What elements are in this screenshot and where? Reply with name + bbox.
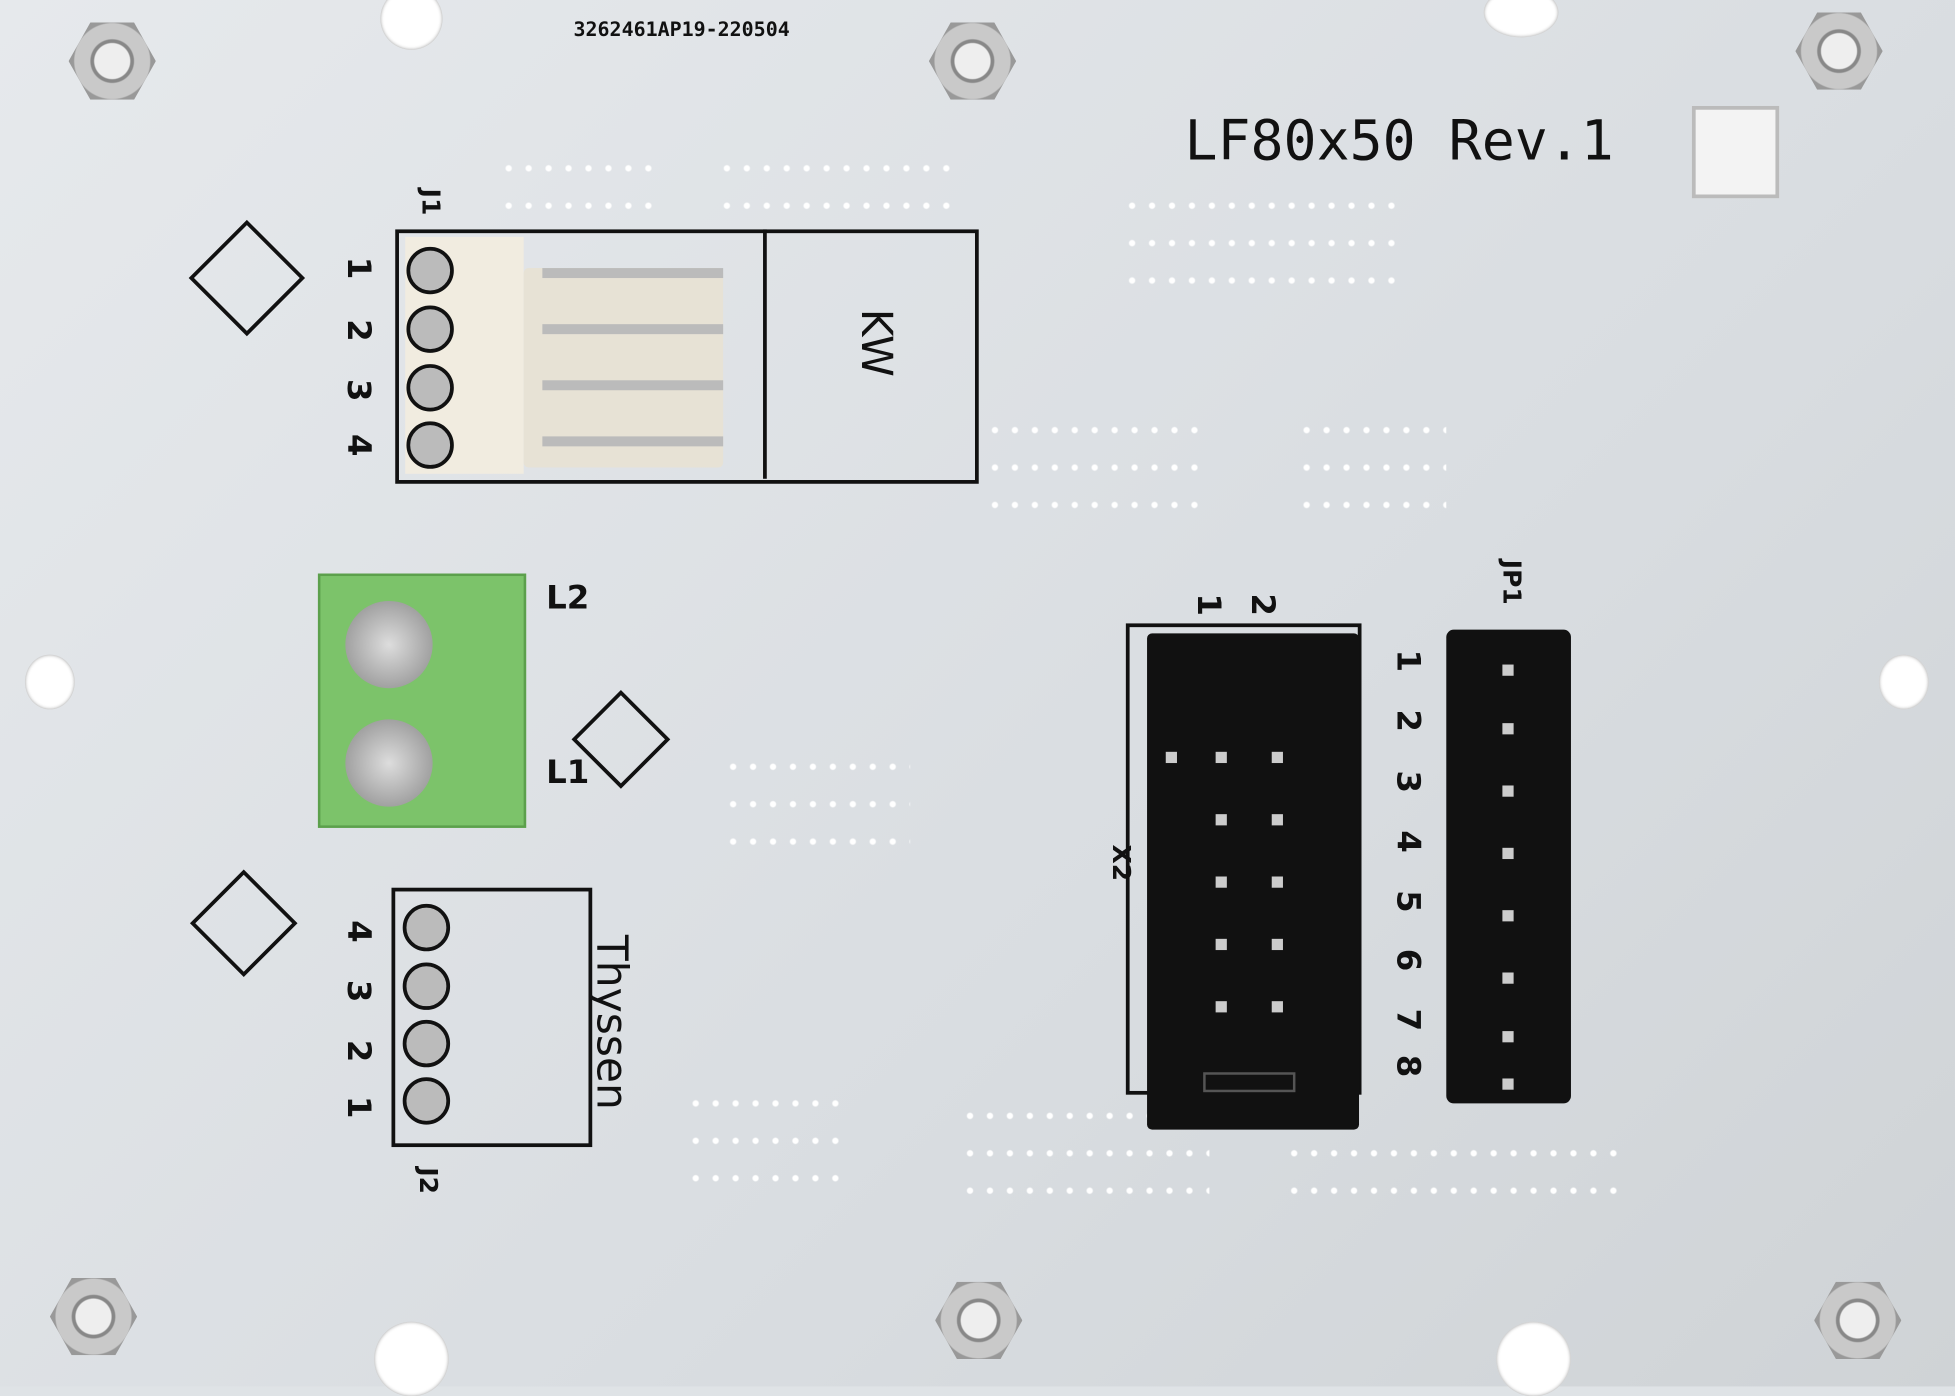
hex-nut — [935, 1281, 1023, 1360]
jp1-pin-label: 4 — [1388, 830, 1427, 853]
jp1-pin-label: 2 — [1388, 709, 1427, 732]
serial-number: 3262461AP19-220504 — [573, 17, 790, 42]
mounting-hole — [1483, 0, 1559, 38]
via-array — [984, 411, 1210, 524]
screw-terminal — [317, 573, 527, 828]
label-square — [1691, 105, 1780, 199]
j1-pin-label: 2 — [339, 319, 377, 342]
jp1-pin-label: 8 — [1388, 1054, 1427, 1078]
j2-pin-label: 2 — [339, 1039, 377, 1063]
via-array — [498, 149, 661, 212]
via-array — [716, 149, 954, 212]
j1-pin-label: 3 — [339, 378, 377, 402]
hex-nut — [1814, 1281, 1902, 1360]
j2-pin-label: 1 — [339, 1095, 377, 1119]
l1-label: L1 — [546, 754, 590, 792]
j1-label: J1 — [416, 188, 446, 216]
j1-outline — [395, 229, 979, 484]
via-array — [685, 1084, 848, 1197]
hex-nut — [928, 22, 1017, 100]
jp1-pin-header — [1446, 629, 1571, 1104]
j2-pin-label: 4 — [339, 920, 377, 943]
mounting-hole — [374, 1321, 449, 1396]
jp1-pin-label: 5 — [1388, 890, 1427, 913]
mounting-hole — [1496, 1321, 1571, 1396]
hex-nut — [1795, 12, 1883, 90]
hex-nut — [68, 22, 156, 100]
jp1-pin-label: 7 — [1388, 1008, 1427, 1032]
x2-label: X2 — [1106, 844, 1137, 882]
via-array — [1284, 1134, 1621, 1222]
screw-icon — [345, 600, 433, 689]
via-array — [1122, 187, 1397, 300]
x2-pin1-label: 1 — [1189, 593, 1227, 616]
optocoupler-symbol — [188, 219, 306, 337]
board-title: LF80x50 Rev.1 — [1184, 109, 1614, 174]
jp1-pin-label: 3 — [1388, 770, 1427, 794]
j2-outline — [391, 887, 593, 1148]
x2-box-header — [1147, 633, 1360, 1130]
thyssen-label: Thyssen — [586, 934, 637, 1110]
jp1-label: JP1 — [1497, 559, 1528, 605]
optocoupler-symbol — [189, 869, 298, 978]
kw-label: KW — [850, 308, 901, 377]
jp1-pin-label: 6 — [1388, 948, 1427, 972]
mounting-hole — [380, 0, 443, 50]
j2-pin-label: 3 — [339, 979, 377, 1003]
jp1-pin-label: 1 — [1388, 649, 1427, 673]
j1-connector-body — [523, 268, 724, 468]
x2-pin2-label: 2 — [1243, 593, 1281, 616]
mounting-hole — [24, 654, 75, 710]
mounting-hole — [1878, 654, 1929, 710]
j1-pin-label: 4 — [339, 433, 377, 457]
via-array — [723, 748, 911, 861]
j2-label: J2 — [413, 1167, 444, 1195]
hex-nut — [49, 1277, 138, 1356]
screw-icon — [345, 719, 433, 807]
l2-label: L2 — [546, 579, 590, 618]
j1-pin-label: 1 — [339, 256, 377, 280]
via-array — [1296, 411, 1447, 524]
